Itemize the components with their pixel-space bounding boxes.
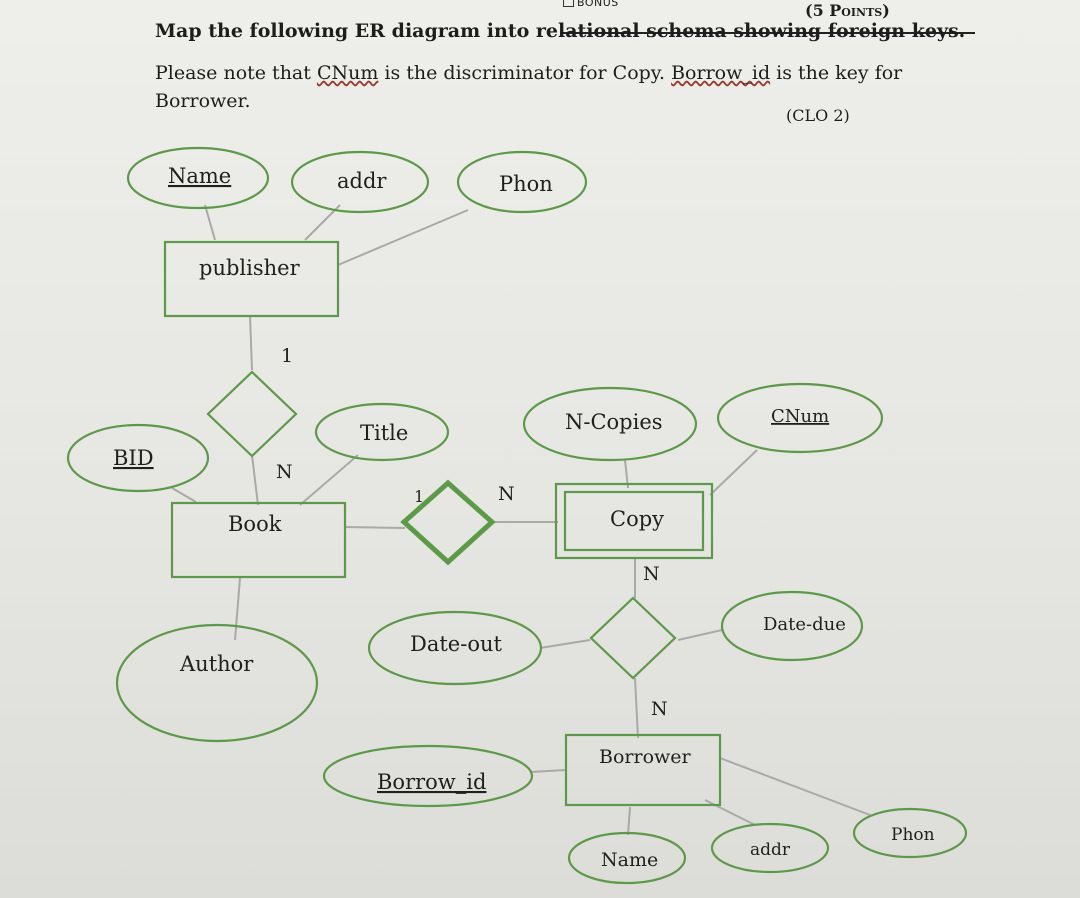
line-title-book — [299, 454, 359, 506]
bonus-checkbox-label: BONUS — [560, 0, 619, 9]
relationship-publishes — [206, 370, 298, 458]
label-copy: Copy — [610, 507, 664, 531]
line-book-hascopy — [344, 526, 406, 529]
checkbox-icon — [563, 0, 574, 7]
label-publisher: publisher — [199, 256, 301, 280]
line-book-author — [234, 577, 241, 641]
question-text-1: Map the following ER diagram into relati… — [155, 20, 966, 42]
question-borrow-id: Borrow_id — [671, 62, 771, 84]
attr-copy-cnum — [716, 382, 884, 454]
label-ncopies: N-Copies — [565, 410, 663, 434]
line-relationship-book — [251, 454, 259, 506]
attr-borrower-addr — [710, 822, 830, 874]
label-borrower-name: Name — [601, 849, 658, 871]
label-book-title: Title — [360, 421, 408, 445]
attr-publisher-name — [126, 146, 270, 210]
connector-lines — [171, 204, 871, 836]
attr-book-bid — [66, 423, 210, 493]
attr-book-title — [314, 402, 450, 462]
cardinality-borrow-borrower-n: N — [651, 698, 668, 720]
clo-label: (CLO 2) — [786, 106, 850, 125]
line-cnum-copy — [709, 449, 758, 496]
label-book-bid: BID — [113, 446, 154, 470]
cardinality-publishes-1: 1 — [281, 345, 293, 367]
line-phon-publisher — [337, 209, 469, 266]
points-label: (5 Points) — [805, 1, 890, 20]
question-text-2b: is the discriminator for Copy. — [378, 62, 672, 84]
question-text-2c: is the key for — [770, 62, 903, 84]
weak-entity-copy — [554, 482, 714, 560]
line-borrowid-borrower — [529, 769, 566, 773]
label-publisher-name: Name — [168, 164, 231, 188]
relationship-borrow — [589, 596, 677, 680]
question-text-3: Borrower. — [155, 90, 251, 112]
question-line-1: Map the following ER diagram into relati… — [155, 22, 965, 41]
line-name-publisher — [204, 204, 216, 241]
line-name-borrower — [627, 806, 631, 836]
header-rule — [560, 0, 975, 34]
question-text-2a: Please note that — [155, 62, 317, 84]
label-date-due: Date-due — [763, 614, 846, 635]
cardinality-publishes-n: N — [276, 461, 293, 483]
attr-publisher-addr — [290, 150, 430, 214]
attr-date-due — [720, 590, 864, 662]
attr-book-author — [115, 623, 319, 743]
label-borrower: Borrower — [599, 746, 692, 768]
attr-book-ncopies — [522, 386, 698, 462]
line-publisher-relationship — [249, 314, 253, 371]
label-author: Author — [179, 652, 254, 676]
label-borrower-phon: Phon — [891, 825, 935, 845]
label-borrow-id: Borrow_id — [377, 770, 486, 794]
weak-entity-copy-inner — [563, 490, 705, 552]
line-phon-borrower — [719, 757, 871, 816]
line-bid-book — [171, 487, 197, 503]
cardinality-hascopy-1: 1 — [414, 487, 424, 506]
attr-date-out — [367, 610, 543, 686]
question-cnum: CNum — [316, 62, 379, 84]
attr-publisher-phon — [456, 150, 588, 214]
label-cnum: CNum — [771, 406, 829, 427]
entity-book — [170, 501, 347, 579]
bonus-label: BONUS — [577, 0, 619, 9]
line-addr-borrower — [704, 799, 756, 826]
attr-borrower-name — [567, 831, 687, 885]
question-line-2: Please note that CNum is the discriminat… — [155, 64, 902, 83]
attr-borrower-id — [322, 744, 534, 808]
cardinality-hascopy-n: N — [498, 483, 515, 505]
label-borrower-addr: addr — [750, 840, 791, 860]
line-borrow-borrower — [634, 677, 639, 739]
relationship-has-copy — [400, 479, 496, 566]
label-date-out: Date-out — [410, 632, 502, 656]
entity-borrower — [564, 733, 722, 807]
cardinality-borrow-copy-n: N — [643, 563, 660, 585]
label-publisher-phon: Phon — [499, 172, 553, 196]
label-book: Book — [228, 512, 282, 536]
attr-borrower-phon — [852, 807, 968, 859]
label-publisher-addr: addr — [337, 169, 387, 193]
question-line-3: Borrower. — [155, 92, 251, 111]
line-datedue-borrow — [677, 629, 723, 641]
line-dateout-borrow — [539, 639, 591, 649]
entity-publisher — [163, 240, 340, 318]
